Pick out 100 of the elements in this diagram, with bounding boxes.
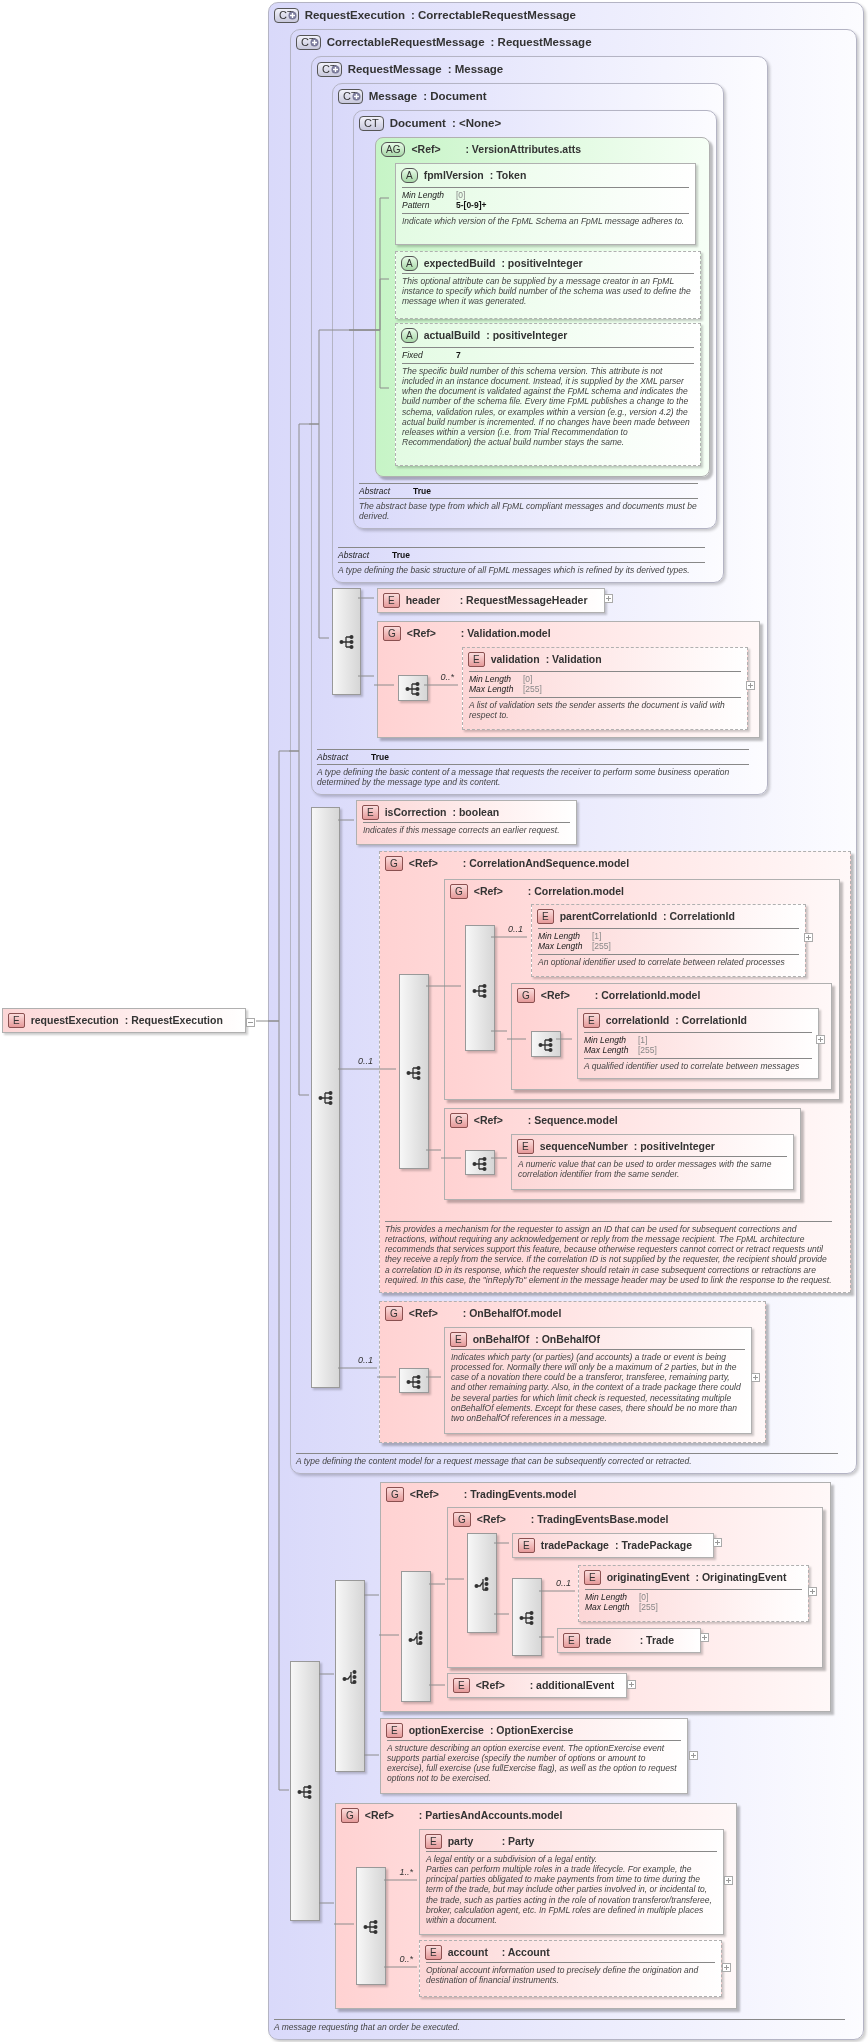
description-text: A message requesting that an order be executed. <box>274 2021 461 2032</box>
property-label: Abstract <box>359 485 392 496</box>
property-value: [1] <box>592 930 603 941</box>
element-box <box>462 647 748 730</box>
complex-type-box <box>353 110 717 529</box>
type-name: : Party <box>501 1834 535 1849</box>
compositor-bar <box>467 1533 497 1633</box>
connector-line <box>423 684 459 686</box>
element-box <box>557 1628 701 1653</box>
connector-line <box>490 1157 508 1159</box>
attribute-box <box>395 163 696 245</box>
element-box <box>512 1533 714 1558</box>
element-name: actualBuild <box>423 328 481 343</box>
type-badge: E <box>383 593 400 609</box>
group-box <box>335 1803 737 2009</box>
element-name: <Ref> <box>406 626 437 641</box>
property-label: Min Length <box>469 673 513 684</box>
type-badge: E <box>453 1678 470 1694</box>
description-text: Indicate which version of the FpML Schema an FpML message adheres to. <box>402 215 686 226</box>
description-text: A type defining the basic content of a message that requests the receiver to perform some business operation determined by the message type and its content. <box>317 766 731 787</box>
connector-line <box>444 1578 465 1580</box>
connector-line <box>357 597 375 599</box>
compositor-bar <box>290 1661 320 1921</box>
type-badge: A <box>401 328 418 344</box>
element-box <box>511 1134 794 1190</box>
element-name: header <box>405 593 442 608</box>
element-name: validation <box>490 652 540 667</box>
property-label: Max Length <box>538 940 584 951</box>
type-name: : TradingEvents.model <box>463 1487 577 1502</box>
element-name: tradePackage <box>540 1538 609 1553</box>
property-value: 5-[0-9]+ <box>456 199 488 210</box>
type-badge: CT <box>359 116 384 132</box>
type-name: : additionalEvent <box>529 1678 615 1693</box>
type-badge: E <box>468 652 485 668</box>
connector-line <box>440 985 462 987</box>
group-box <box>444 879 840 1100</box>
type-badge: E <box>425 1945 442 1961</box>
attribute-box <box>395 251 701 319</box>
element-name: requestExecution <box>30 1013 119 1028</box>
type-name: : CorrelationId <box>663 909 735 924</box>
description-text: A structure describing an option exercise event. The optionExercise event supports partial exercise (specify the number of options or amount to exercise), full exercise (use fullExercise flag), as well as the option to request options not to be exercised. <box>387 1742 678 1784</box>
property-value: [255] <box>523 683 543 694</box>
compositor-bar <box>465 1150 495 1175</box>
cardinality-label: 0..1 <box>358 1355 373 1365</box>
element-name: <Ref> <box>475 1678 506 1693</box>
element-box <box>380 1718 688 1794</box>
element-name: Document <box>389 116 446 131</box>
compositor-bar <box>398 675 428 701</box>
property-label: Min Length <box>402 189 446 200</box>
description-text: A type defining the basic structure of all FpML messages which is refined by its derived types. <box>338 564 691 575</box>
element-name: onBehalfOf <box>472 1332 530 1347</box>
type-name: : CorrelationId <box>675 1013 748 1028</box>
element-name: <Ref> <box>364 1808 395 1823</box>
element-box <box>444 1327 752 1434</box>
property-value: True <box>392 549 411 560</box>
type-name: : Token <box>489 168 527 183</box>
connector-line <box>493 1542 510 1544</box>
connector-line <box>555 1038 573 1040</box>
attribute-box <box>395 323 701 466</box>
complex-type-box <box>311 56 768 795</box>
type-badge: G <box>517 988 535 1004</box>
property-label: Abstract <box>338 549 371 560</box>
type-name: : Sequence.model <box>527 1113 618 1128</box>
connector-line <box>425 985 442 987</box>
element-box <box>577 1008 819 1079</box>
element-box <box>377 588 605 613</box>
type-badge: G <box>450 884 468 900</box>
description-text: A legal entity or a subdivision of a legal entity. <box>426 1853 599 1864</box>
type-name: : Trade <box>639 1633 675 1648</box>
connector-line <box>348 329 390 389</box>
description-text: Optional account information used to precisely define the origination and destination of financial instruments. <box>426 1964 700 1986</box>
compositor-bar <box>401 1571 431 1702</box>
connector-line <box>428 1684 446 1686</box>
element-box <box>419 1829 724 1935</box>
connector-line <box>255 1020 269 1022</box>
type-badge: G <box>385 856 403 872</box>
property-value: [255] <box>639 1601 659 1612</box>
element-name: correlationId <box>605 1013 670 1028</box>
description-text: A numeric value that can be used to order messages with the same correlation identifier from the same sender. <box>518 1158 773 1180</box>
compositor-bar <box>399 974 429 1169</box>
element-name: RequestMessage <box>347 62 442 77</box>
type-badge: G <box>341 1808 359 1824</box>
element-name: optionExercise <box>408 1723 484 1738</box>
connector-line <box>490 1030 508 1032</box>
type-name: : OptionExercise <box>489 1723 574 1738</box>
connector-line <box>538 1636 555 1638</box>
type-badge: E <box>425 1834 442 1850</box>
type-badge: E <box>517 1139 534 1155</box>
connector-line <box>373 684 395 686</box>
connector-line <box>425 1376 442 1378</box>
type-name: : Account <box>501 1945 550 1960</box>
property-value: [1] <box>638 1034 649 1045</box>
element-name: Message <box>368 89 418 104</box>
group-box <box>447 1507 823 1668</box>
type-name: : TradingEventsBase.model <box>530 1512 669 1527</box>
type-badge: E <box>583 1013 600 1029</box>
complex-type-box <box>290 29 857 1474</box>
property-value: True <box>371 751 390 762</box>
connector-line <box>490 936 528 938</box>
property-value: 7 <box>456 349 462 360</box>
